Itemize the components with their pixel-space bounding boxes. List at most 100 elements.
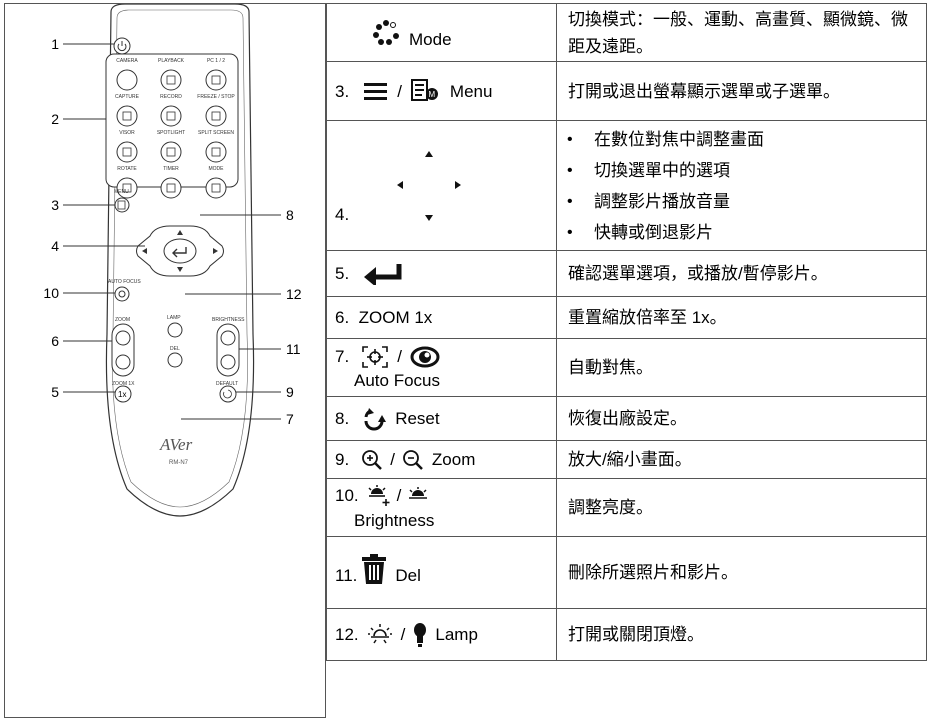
zoom-in-icon: [362, 449, 383, 470]
menu-lines-icon: [364, 83, 388, 100]
list-item: 在數位對焦中調整畫面: [559, 124, 918, 155]
model-label: RM-N7: [169, 460, 189, 466]
description-cell: 切換模式：一般、運動、高畫質、顯微鏡、微距及遠距。: [556, 3, 927, 62]
callout-number: 9: [286, 384, 294, 400]
brand-logo: AVer: [159, 435, 193, 454]
table-row: 7. / Auto Focus 自動對焦。: [326, 338, 927, 397]
del-label: DEL: [170, 346, 180, 352]
remote-button-glyph: [211, 147, 221, 157]
remote-button-glyph: [166, 147, 176, 157]
lamp-button: [167, 322, 183, 338]
remote-button-label: FREEZE / STOP: [197, 94, 235, 100]
remote-button-label: RECORD: [160, 94, 182, 100]
menu-label: MENU: [114, 189, 129, 195]
function-cell: Mode: [326, 3, 557, 62]
function-cell: 5.: [326, 250, 557, 297]
trash-icon: [362, 553, 387, 584]
brightness-down-icon: [409, 486, 428, 499]
reset-arrows-icon: [364, 407, 387, 430]
table-row: 5. 確認選單選項，或播放/暫停影片。: [326, 250, 927, 297]
auto-focus-button: [114, 286, 130, 302]
mode-icon: [373, 19, 399, 45]
remote-button-glyph: [166, 183, 176, 193]
description-cell: 打開或退出螢幕顯示選單或子選單。: [556, 61, 927, 121]
svg-text:M: M: [428, 90, 435, 99]
table-row: 12. / Lamp 打開或關閉頂燈。: [326, 608, 927, 661]
description-cell: 在數位對焦中調整畫面 切換選單中的選項 調整影片播放音量 快轉或倒退影片: [556, 120, 927, 251]
auto-focus-label: AUTO FOCUS: [108, 279, 141, 285]
remote-function-button: [160, 105, 182, 127]
function-cell: 11. Del: [326, 536, 557, 609]
callout-number: 10: [43, 285, 59, 301]
function-cell: 3. / M Menu: [326, 61, 557, 121]
brightness-label: BRIGHTNESS: [212, 317, 245, 323]
remote-button-glyph: [211, 75, 221, 85]
remote-button-label: TIMER: [163, 166, 179, 172]
table-row: 8. Reset 恢復出廠設定。: [326, 396, 927, 441]
table-row: 3. / M Menu 打開或退出螢幕顯示選單或子選單。: [326, 61, 927, 121]
table-row: 11. Del 刪除所選照片和影片。: [326, 536, 927, 609]
table-row: Mode 切換模式：一般、運動、高畫質、顯微鏡、微距及遠距。: [326, 3, 927, 62]
remote-function-button: [205, 69, 227, 91]
description-cell: 重置縮放倍率至 1x。: [556, 296, 927, 339]
remote-control-illustration: CAMERA PLAYBACK PC 1 / 2 CAPTURE RECORD FREEZ…: [43, 3, 302, 517]
function-cell: 12. / Lamp: [326, 608, 557, 661]
function-cell: 9. / Zoom: [326, 440, 557, 479]
power-icon: [117, 41, 127, 52]
description-cell: 自動對焦。: [556, 338, 927, 397]
brightness-up-icon: [368, 484, 390, 506]
callout-number: 6: [51, 333, 59, 349]
remote-button-glyph: [122, 147, 132, 157]
remote-button-label: PLAYBACK: [158, 58, 185, 64]
callout-number: 5: [51, 384, 59, 400]
description-cell: 打開或關閉頂燈。: [556, 608, 927, 661]
callout-number: 11: [286, 341, 301, 357]
function-cell: 10. / Brightness: [326, 478, 557, 537]
one-x-text: 1x: [118, 390, 126, 399]
remote-button-glyph: [211, 111, 221, 121]
menu-button: [114, 197, 130, 213]
description-cell: 刪除所選照片和影片。: [556, 536, 927, 609]
lamp-bulb-icon: [414, 622, 427, 647]
function-cell: 7. / Auto Focus: [326, 338, 557, 397]
callout-number: 12: [286, 286, 302, 302]
table-row: 9. / Zoom 放大/縮小畫面。: [326, 440, 927, 479]
menu-screen-icon: M: [410, 79, 438, 101]
zoom-1x-button: [114, 385, 132, 403]
remote-button-label: CAPTURE: [115, 94, 140, 100]
remote-function-button: [116, 69, 138, 91]
menu-icon: [117, 200, 126, 210]
lamp-label: LAMP: [167, 315, 181, 321]
remote-function-button: [205, 141, 227, 163]
reset-icon: [223, 389, 232, 399]
remote-button-label: PC 1 / 2: [207, 58, 225, 64]
list-item: 切換選單中的選項: [559, 155, 918, 186]
auto-focus-eye-icon: [410, 346, 440, 367]
remote-function-button: [160, 141, 182, 163]
remote-button-glyph: [166, 111, 176, 121]
remote-button-label: SPLIT SCREEN: [198, 130, 234, 136]
table-row: 6. ZOOM 1x 重置縮放倍率至 1x。: [326, 296, 927, 339]
list-item: 快轉或倒退影片: [559, 217, 918, 248]
remote-button-label: SPOTLIGHT: [157, 130, 185, 136]
callout-number: 8: [286, 207, 294, 223]
callout-number: 1: [51, 36, 59, 52]
remote-button-glyph: [166, 75, 176, 85]
remote-function-button: [160, 177, 182, 199]
description-cell: 放大/縮小畫面。: [556, 440, 927, 479]
default-button: [219, 385, 237, 403]
function-cell: 8. Reset: [326, 396, 557, 441]
table-row: 4. 在數位對焦中調整畫面 切換選單中的選項 調整影片播放音量 快轉或倒退影片: [326, 120, 927, 251]
mode-label: Mode: [409, 30, 452, 49]
remote-illustration-cell: CAMERA PLAYBACK PC 1 / 2 CAPTURE RECORD FREEZ…: [4, 3, 326, 718]
bullet-list: 在數位對焦中調整畫面 切換選單中的選項 調整影片播放音量 快轉或倒退影片: [559, 124, 918, 248]
description-cell: 確認選單選項，或播放/暫停影片。: [556, 250, 927, 297]
del-button: [167, 352, 183, 368]
enter-icon: [364, 263, 402, 285]
function-cell: 6. ZOOM 1x: [326, 296, 557, 339]
remote-button-label: VISOR: [119, 130, 135, 136]
navigation-pad: [136, 225, 224, 277]
callout-number: 2: [51, 111, 59, 127]
remote-button-label: CAMERA: [116, 58, 138, 64]
